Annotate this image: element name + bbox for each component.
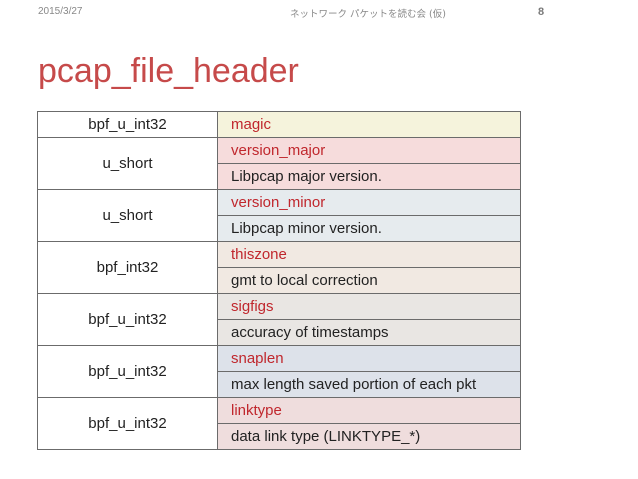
field-name: snaplen: [217, 345, 521, 372]
field-name: magic: [217, 111, 521, 138]
table-row: Libpcap minor version.: [38, 215, 521, 242]
table-row: max length saved portion of each pkt: [38, 371, 521, 398]
field-description: Libpcap major version.: [217, 163, 521, 190]
field-type: bpf_int32: [37, 241, 218, 294]
field-name: thiszone: [217, 241, 521, 268]
table-row: bpf_u_int32 snaplen: [37, 345, 521, 398]
slide-title: pcap_file_header: [38, 52, 299, 90]
field-name: version_major: [217, 137, 521, 164]
table-row: u_short version_major: [37, 137, 521, 190]
table-row: u_short version_minor: [37, 189, 521, 242]
table-row: bpf_u_int32 magic: [37, 111, 521, 138]
field-type: bpf_u_int32: [37, 397, 218, 450]
field-description: accuracy of timestamps: [217, 319, 521, 346]
table-row: accuracy of timestamps: [38, 319, 521, 346]
field-name: sigfigs: [217, 293, 521, 320]
table-row: bpf_u_int32 sigfigs: [37, 293, 521, 346]
field-type: u_short: [37, 137, 218, 190]
slide-date: 2015/3/27: [38, 6, 83, 17]
struct-table: bpf_u_int32 magic u_short version_major …: [37, 111, 521, 450]
field-name: linktype: [217, 397, 521, 424]
presentation-title: ネットワーク パケットを読む会 (仮): [290, 9, 446, 20]
field-name: version_minor: [217, 189, 521, 216]
field-type: bpf_u_int32: [37, 111, 218, 138]
field-description: max length saved portion of each pkt: [217, 371, 521, 398]
field-type: bpf_u_int32: [37, 293, 218, 346]
table-row: bpf_int32 thiszone: [37, 241, 521, 294]
page-number: 8: [538, 6, 545, 18]
field-type: bpf_u_int32: [37, 345, 218, 398]
field-description: data link type (LINKTYPE_*): [217, 423, 521, 450]
field-type: u_short: [37, 189, 218, 242]
field-description: Libpcap minor version.: [217, 215, 521, 242]
table-row: bpf_u_int32 linktype: [37, 397, 521, 450]
table-row: data link type (LINKTYPE_*): [38, 423, 521, 450]
table-row: Libpcap major version.: [38, 163, 521, 190]
field-description: gmt to local correction: [217, 267, 521, 294]
